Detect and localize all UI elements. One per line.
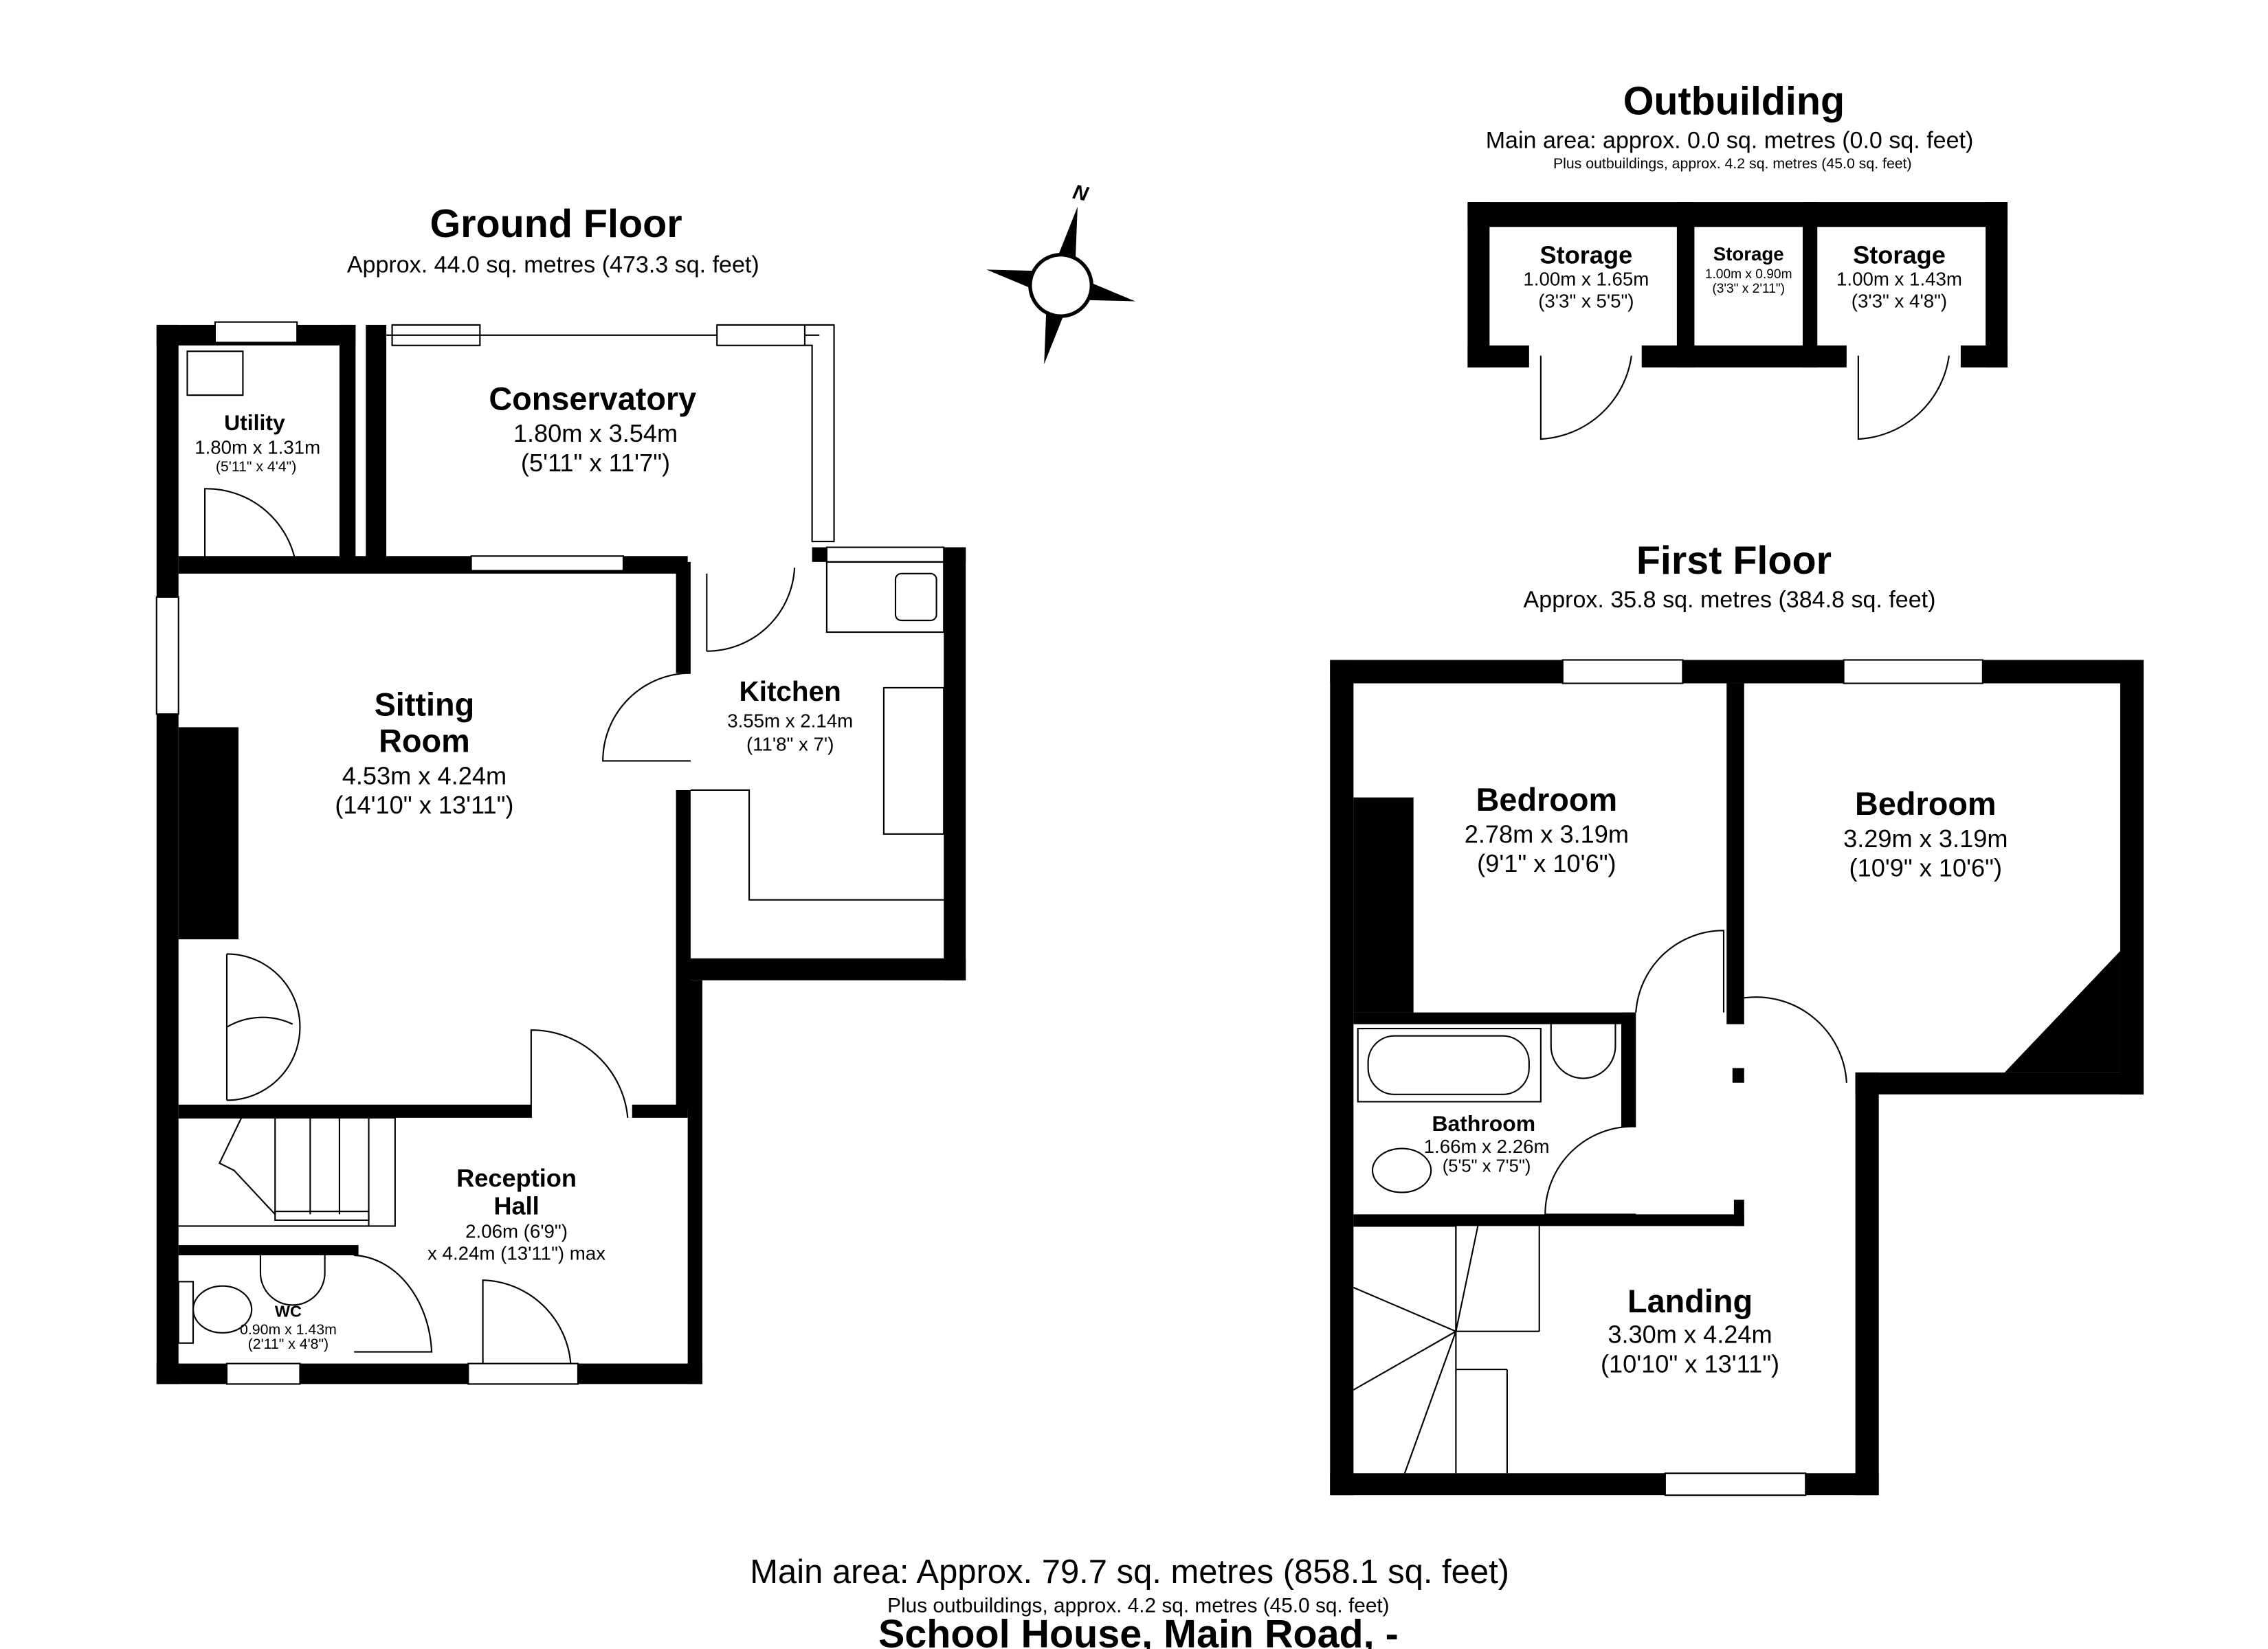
- room-dimensions-metric: 1.00m x 1.65m: [1523, 268, 1649, 289]
- room-name: Bathroom: [1432, 1111, 1535, 1136]
- first-floor-area: Approx. 35.8 sq. metres (384.8 sq. feet): [1524, 587, 1936, 613]
- room-bedroom-2: Bedroom 3.29m x 3.19m (10'9" x 10'6"): [1843, 786, 2008, 882]
- room-dimensions-imperial: (3'3" x 2'11"): [1712, 282, 1785, 296]
- room-storage-1: Storage 1.00m x 1.65m (3'3" x 5'5"): [1523, 241, 1649, 312]
- room-dimensions-metric: 2.06m (6'9"): [465, 1220, 568, 1242]
- room-storage-2: Storage 1.00m x 0.90m (3'3" x 2'11"): [1705, 243, 1792, 296]
- ground-floor-windows: [155, 321, 945, 1385]
- room-dimensions-metric: 4.53m x 4.24m: [342, 761, 507, 789]
- room-name: WC: [275, 1302, 302, 1320]
- room-dimensions-imperial: (14'10" x 13'11"): [335, 791, 513, 819]
- room-name: Sitting: [375, 686, 475, 722]
- room-dimensions-max: x 4.24m (13'11") max: [427, 1242, 605, 1264]
- room-dimensions-metric: 3.55m x 2.14m: [727, 710, 853, 731]
- room-utility: Utility 1.80m x 1.31m (5'11" x 4'4"): [194, 410, 320, 475]
- outbuilding-title: Outbuilding: [1623, 79, 1845, 123]
- room-name: Bedroom: [1476, 782, 1618, 818]
- room-bathroom: Bathroom 1.66m x 2.26m (5'5" x 7'5"): [1424, 1111, 1550, 1176]
- room-dimensions-imperial: (3'3" x 4'8"): [1852, 290, 1947, 311]
- outbuilding-area: Main area: approx. 0.0 sq. metres (0.0 s…: [1486, 127, 1974, 153]
- room-kitchen: Kitchen 3.55m x 2.14m (11'8" x 7'): [727, 675, 853, 754]
- room-dimensions-metric: 1.80m x 3.54m: [513, 419, 678, 447]
- room-name: Kitchen: [740, 675, 841, 707]
- room-dimensions-metric: 1.00m x 0.90m: [1705, 267, 1792, 282]
- room-dimensions-metric: 1.66m x 2.26m: [1424, 1136, 1550, 1157]
- room-storage-3: Storage 1.00m x 1.43m (3'3" x 4'8"): [1836, 241, 1962, 312]
- first-floor-windows: [1561, 659, 1983, 1496]
- room-name: Reception: [456, 1164, 577, 1192]
- ground-floor-title: Ground Floor: [430, 202, 682, 246]
- total-outbuildings-area: Plus outbuildings, approx. 4.2 sq. metre…: [887, 1594, 1389, 1617]
- footer: Main area: Approx. 79.7 sq. metres (858.…: [750, 1553, 1509, 1649]
- room-landing: Landing 3.30m x 4.24m (10'10" x 13'11"): [1601, 1283, 1779, 1378]
- outbuilding-extra-area: Plus outbuildings, approx. 4.2 sq. metre…: [1553, 155, 1912, 172]
- room-dimensions-imperial: (5'11" x 4'4"): [216, 458, 296, 475]
- first-floor-title: First Floor: [1636, 539, 1832, 583]
- compass-north-label: N: [1071, 181, 1091, 206]
- room-dimensions-imperial: (5'11" x 11'7"): [521, 449, 670, 477]
- property-address: School House, Main Road, -: [878, 1613, 1399, 1649]
- room-name: Storage: [1713, 243, 1784, 265]
- room-dimensions-imperial: (3'3" x 5'5"): [1538, 290, 1634, 311]
- room-name: Hall: [493, 1191, 539, 1220]
- room-dimensions-metric: 1.80m x 1.31m: [194, 436, 320, 458]
- room-bedroom-1: Bedroom 2.78m x 3.19m (9'1" x 10'6"): [1465, 782, 1629, 877]
- room-reception-hall: Reception Hall 2.06m (6'9") x 4.24m (13'…: [427, 1164, 605, 1264]
- room-name: Bedroom: [1855, 786, 1997, 822]
- room-dimensions-imperial: (10'9" x 10'6"): [1849, 854, 2003, 882]
- north-arrow-compass-icon: N: [986, 181, 1135, 364]
- ground-floor-plan: Ground Floor Approx. 44.0 sq. metres (47…: [155, 202, 966, 1385]
- room-dimensions-imperial: (5'5" x 7'5"): [1443, 1157, 1531, 1176]
- room-dimensions-imperial: (11'8" x 7'): [746, 733, 834, 754]
- outbuilding-plan: Outbuilding Main area: approx. 0.0 sq. m…: [1467, 79, 2008, 440]
- first-floor-plan: First Floor Approx. 35.8 sq. metres (384…: [1330, 539, 2144, 1496]
- room-name: Storage: [1853, 241, 1946, 269]
- room-name: Landing: [1627, 1283, 1753, 1319]
- total-main-area: Main area: Approx. 79.7 sq. metres (858.…: [750, 1553, 1509, 1591]
- room-name: Conservatory: [489, 381, 696, 416]
- room-dimensions-imperial: (2'11" x 4'8"): [248, 1336, 329, 1352]
- ground-floor-area: Approx. 44.0 sq. metres (473.3 sq. feet): [347, 251, 759, 278]
- room-dimensions-metric: 0.90m x 1.43m: [240, 1321, 337, 1338]
- room-sitting-room: Sitting Room 4.53m x 4.24m (14'10" x 13'…: [335, 686, 513, 819]
- first-floor-walls: [1330, 660, 2144, 1496]
- room-name: Room: [379, 723, 470, 759]
- room-wc: WC 0.90m x 1.43m (2'11" x 4'8"): [240, 1302, 337, 1352]
- room-dimensions-imperial: (9'1" x 10'6"): [1477, 849, 1616, 877]
- room-conservatory: Conservatory 1.80m x 3.54m (5'11" x 11'7…: [489, 381, 696, 476]
- ground-floor-fixtures: [177, 350, 945, 1364]
- room-dimensions-metric: 1.00m x 1.43m: [1836, 268, 1962, 289]
- room-dimensions-metric: 2.78m x 3.19m: [1465, 820, 1629, 849]
- outbuilding-walls: [1467, 202, 2008, 440]
- first-floor-fixtures: [1353, 930, 1847, 1474]
- room-dimensions-imperial: (10'10" x 13'11"): [1601, 1349, 1779, 1378]
- room-name: Utility: [224, 410, 285, 435]
- room-dimensions-metric: 3.29m x 3.19m: [1843, 824, 2008, 853]
- room-name: Storage: [1540, 241, 1633, 269]
- room-dimensions-metric: 3.30m x 4.24m: [1608, 1321, 1772, 1349]
